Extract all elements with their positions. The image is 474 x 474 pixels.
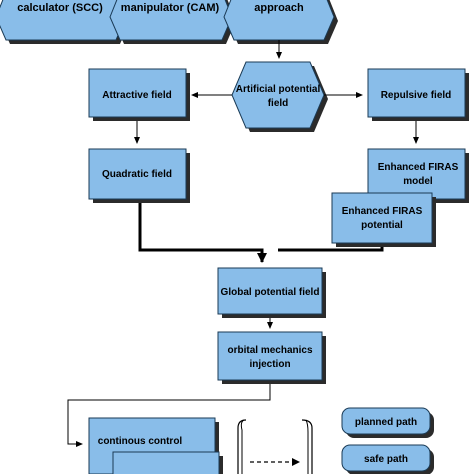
box-lower-overlap <box>112 451 223 474</box>
arrow-orbital-to-control <box>67 384 271 447</box>
box-quadratic-field: Quadratic field <box>88 148 190 203</box>
box-global-potential-field: Global potential field <box>217 267 326 318</box>
hexagon-scc-label: calculator (SCC) <box>17 2 103 14</box>
hexagon-cam-label: manipulator (CAM) <box>121 2 220 14</box>
legend-planned-path: planned path <box>341 407 434 438</box>
hexagon-cam: manipulator (CAM) <box>109 0 236 44</box>
repulsive-field-label: Repulsive field <box>381 90 452 101</box>
box-attractive-field: Attractive field <box>88 68 190 121</box>
orbital-line1: orbital mechanics <box>227 345 312 356</box>
bracket-sketch <box>237 419 313 474</box>
firas-potential-line1: Enhanced FIRAS <box>342 206 423 217</box>
hexagon-approach-label: approach <box>254 2 304 14</box>
firas-model-line2: model <box>403 176 433 187</box>
box-repulsive-field: Repulsive field <box>367 68 469 121</box>
box-orbital-mechanics-injection: orbital mechanics injection <box>217 331 326 384</box>
apf-label-line1: Artificial potential <box>236 84 321 95</box>
hexagon-scc: calculator (SCC) <box>0 0 130 44</box>
attractive-field-label: Attractive field <box>102 90 171 101</box>
continuous-control-label: continous control <box>98 436 183 447</box>
legend-planned-path-label: planned path <box>355 417 417 428</box>
global-potential-field-label: Global potential field <box>221 287 320 298</box>
hexagon-artificial-potential-field: Artificial potential field <box>231 61 328 132</box>
orbital-line2: injection <box>249 359 290 370</box>
arrow-quadratic-to-global <box>138 203 267 263</box>
legend-safe-path: safe path <box>341 444 434 474</box>
legend-safe-path-label: safe path <box>364 454 408 465</box>
hexagon-approach: approach <box>223 0 338 44</box>
apf-label-line2: field <box>268 98 289 109</box>
box-enhanced-firas-potential: Enhanced FIRAS potential <box>331 192 436 247</box>
firas-potential-line2: potential <box>361 220 403 231</box>
quadratic-field-label: Quadratic field <box>102 169 172 180</box>
firas-model-line1: Enhanced FIRAS <box>378 162 459 173</box>
arrow-firas-to-global <box>278 247 384 252</box>
